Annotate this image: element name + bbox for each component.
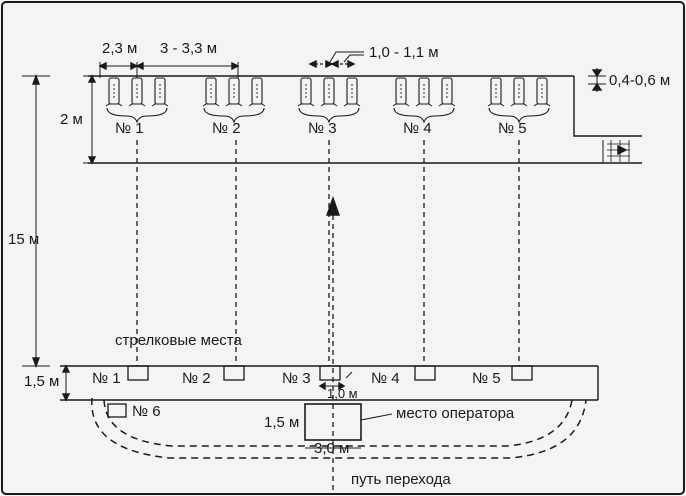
target-cylinder-base [533,103,551,107]
firing-position-box [223,365,245,381]
crossing-path-inner [103,399,573,447]
dim-15m-arrow-up-icon [31,74,41,85]
dim-1m-leader [345,371,353,379]
target-cylinder-base [151,103,169,107]
target-cylinder [490,77,502,105]
dim-15-arrow-down-icon [61,393,71,402]
target-cylinder-base [320,103,338,107]
dim-width-arrow-1-icon [308,59,317,69]
position-6-label: № 6 [132,403,161,420]
dim-15-arrow-up-icon [61,364,71,373]
target-cylinder [108,77,120,105]
target-cylinder [441,77,453,105]
target-cylinder-base [343,103,361,107]
dim-width-arrow-4-icon [347,59,356,69]
dim-1m-arrow-1-icon [318,381,326,391]
dim-2m-arrow-down-icon [87,156,97,165]
firing-position-box [127,365,149,381]
dim-arrow-3-icon [135,61,144,71]
target-cylinder [228,77,240,105]
firing-position-box [511,365,533,381]
target-group-brace [393,107,455,124]
dim-range-length: 15 м [8,231,40,248]
target-group-brace [203,107,265,124]
target-cylinder-base [487,103,505,107]
dim-1m-arrow-2-icon [338,381,346,391]
target-label-5: № 5 [498,120,527,137]
hatch-arrow-icon [617,144,628,156]
dim-operator-box-width: 3,0 м [314,440,350,457]
target-label-4: № 4 [403,120,432,137]
target-cylinder [131,77,143,105]
target-cylinder [251,77,263,105]
target-cylinder-base [415,103,433,107]
target-group-brace [106,107,168,124]
crossing-path-outer [91,397,587,459]
crossing-path-label: путь перехода [351,471,451,488]
dim-firing-line-depth: 1,5 м [24,373,60,390]
target-cylinder-base [438,103,456,107]
target-cylinder [154,77,166,105]
target-cylinder-base [202,103,220,107]
target-cylinder-base [248,103,266,107]
target-cylinder [513,77,525,105]
target-cylinder [418,77,430,105]
target-cylinder [323,77,335,105]
dim-width-leader [329,51,364,63]
dim-15m-arrow-down-icon [31,357,41,368]
firing-pos-label-2: № 2 [182,370,211,387]
dim-2m-arrow-up-icon [87,74,97,83]
target-cylinder-base [105,103,123,107]
dim-gap-height: 0,4-0,6 м [609,72,671,89]
dim-width-arrow-2-icon [325,59,334,69]
operator-leader [360,413,393,421]
dim-group-spacing: 3 - 3,3 м [160,40,218,57]
target-group-brace [488,107,550,124]
target-label-2: № 2 [212,120,241,137]
firing-pos-label-5: № 5 [472,370,501,387]
operator-place-label: место оператора [396,405,515,422]
firing-pos-label-4: № 4 [371,370,400,387]
gap-arrow-up-icon [591,82,603,91]
target-label-3: № 3 [308,120,337,137]
target-cylinder-base [392,103,410,107]
position-6-box [107,403,127,418]
firing-position-box [319,365,341,381]
gap-arrow-down-icon [591,69,603,78]
dim-operator-box-height: 1,5 м [264,414,300,431]
target-cylinder [395,77,407,105]
target-cylinder [536,77,548,105]
dim-width-arrow-3-icon [330,59,339,69]
dim-target-zone-depth: 2 м [60,111,83,128]
dim-arrow-1-icon [98,61,107,71]
target-cylinder [300,77,312,105]
target-cylinder-base [297,103,315,107]
firing-position-box [414,365,436,381]
target-cylinder [205,77,217,105]
target-cylinder [346,77,358,105]
target-group-brace [298,107,360,124]
dynamic-shapes [105,77,551,494]
dim-arrow-4-icon [231,61,240,71]
firing-pos-label-3: № 3 [282,370,311,387]
dim-target-spacing: 2,3 м [102,40,138,57]
dim-arrow-2-icon [130,61,139,71]
firing-pos-label-1: № 1 [92,370,121,387]
dim-width-leader-2 [343,54,364,63]
target-label-1: № 1 [115,120,144,137]
target-cylinder-base [128,103,146,107]
dim-firing-pos-width: 1,0 м [327,386,358,401]
right-step-outline [573,76,642,137]
target-cylinder-base [510,103,528,107]
target-cylinder-base [225,103,243,107]
dim-target-width: 1,0 - 1,1 м [369,44,439,61]
firing-positions-caption: стрелковые места [115,332,242,349]
